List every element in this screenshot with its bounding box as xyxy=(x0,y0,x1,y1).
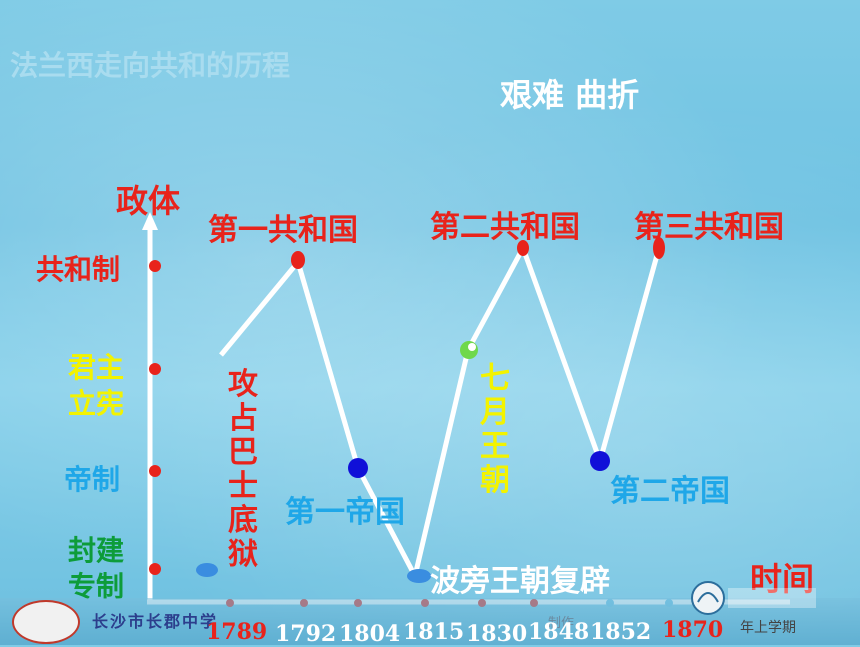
x-tick-label: 1870 xyxy=(662,617,724,643)
y-level-dot-constitutional xyxy=(149,363,161,375)
y-level-constitutional-line1: 君主 xyxy=(67,351,124,384)
y-level-dot-republic xyxy=(149,260,161,272)
y-level-constitutional-monarchy: 君主 立宪 xyxy=(60,350,132,422)
label-first-republic: 第一共和国 xyxy=(208,213,358,248)
y-level-dot-feudal xyxy=(149,563,161,575)
node-second-republic xyxy=(517,240,529,256)
y-level-empire: 帝制 xyxy=(64,463,121,496)
x-tick-label: 1804 xyxy=(339,621,401,647)
label-second-republic: 第二共和国 xyxy=(430,210,580,245)
x-tick-label: 1815 xyxy=(403,619,465,645)
node-first-empire xyxy=(348,458,368,478)
label-third-republic: 第三共和国 xyxy=(634,210,784,245)
y-level-dot-empire xyxy=(149,465,161,477)
y-level-republic: 共和制 xyxy=(36,253,121,286)
bastille-rise-line xyxy=(219,260,300,357)
node-first-republic xyxy=(291,251,305,269)
node-feudal-1789 xyxy=(196,563,218,577)
node-july-monarchy xyxy=(460,341,478,359)
y-level-feudal-line2: 专制 xyxy=(67,570,124,603)
page-subtitle: 艰难 曲折 xyxy=(500,76,640,114)
y-axis-label: 政体 xyxy=(116,182,181,220)
school-logo xyxy=(12,600,80,644)
school-logo-right xyxy=(691,581,816,615)
footer-credit: 制作 xyxy=(548,616,575,631)
y-level-feudal-autocracy: 封建 专制 xyxy=(60,533,132,605)
y-axis-arrow xyxy=(142,212,158,230)
label-bourbon-restoration: 波旁王朝复辟 xyxy=(430,564,610,599)
page-title: 法兰西走向共和的历程 xyxy=(10,49,291,82)
y-level-feudal-line1: 封建 xyxy=(67,534,124,567)
footer-semester: 年上学期 xyxy=(740,620,796,636)
label-bastille: 攻占巴士底狱 xyxy=(228,367,258,572)
x-tick-label: 1792 xyxy=(275,621,337,647)
x-tick-label: 1830 xyxy=(466,621,528,647)
label-first-empire: 第一帝国 xyxy=(285,495,405,530)
label-second-empire: 第二帝国 xyxy=(610,474,730,509)
footer-school-name: 长沙市长郡中学 xyxy=(92,612,219,631)
node-third-republic xyxy=(653,237,665,259)
x-tick-label: 1848 xyxy=(528,619,590,645)
x-axis-label: 时间 xyxy=(750,560,815,598)
label-july-monarchy: 七月王朝 xyxy=(480,361,510,498)
node-bourbon-restoration xyxy=(407,569,431,583)
x-tick-label: 1789 xyxy=(206,619,268,645)
y-level-constitutional-line2: 立宪 xyxy=(67,387,124,420)
node-second-empire xyxy=(590,451,610,471)
x-tick-label: 1852 xyxy=(590,619,652,645)
